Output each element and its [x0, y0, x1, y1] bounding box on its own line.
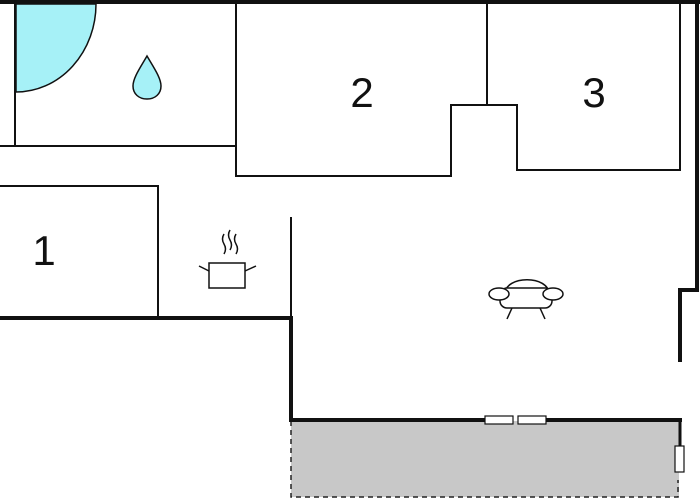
- wall-room-1: [0, 185, 159, 319]
- room-label-3: 3: [582, 69, 605, 116]
- window-1: [484, 415, 514, 425]
- wall-left-lower: [0, 316, 487, 422]
- shower-tray: [15, 3, 97, 93]
- terrace-area: [291, 421, 679, 497]
- room-label-1: 1: [32, 227, 55, 274]
- room-label-2: 2: [350, 69, 373, 116]
- door-terrace: [674, 445, 685, 473]
- wall-bathroom-right: [235, 1, 681, 177]
- wall-right-upper: [678, 0, 699, 362]
- window-2: [517, 415, 547, 425]
- sofa-icon: [488, 279, 564, 320]
- terrace-outline: [290, 421, 679, 498]
- water-drop-icon: [132, 54, 162, 100]
- cooking-pot-icon: [198, 229, 257, 289]
